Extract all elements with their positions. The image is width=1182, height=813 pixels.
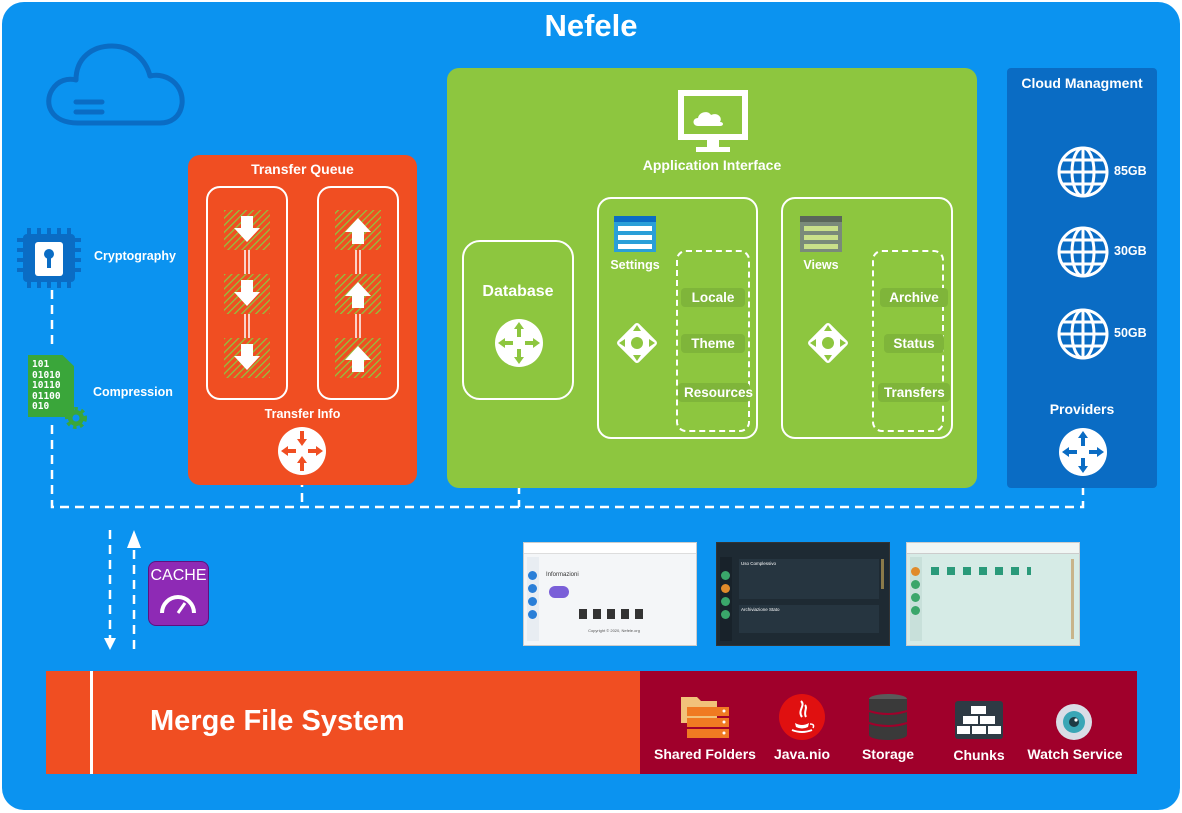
shared-folders-icon [681,697,729,738]
storage-label: 85GB [1114,164,1147,178]
screenshot-heading: Uso Complessivo [741,561,777,566]
chunks-icon [955,701,1003,739]
download-queue-box [206,186,288,400]
java-nio-label: Java.nio [773,746,831,762]
locale-tag: Locale [681,288,745,307]
database-router-icon [495,319,543,367]
globe-icon [1057,308,1109,360]
binary-line: 01010 [32,369,61,381]
merge-file-system-bar [46,671,641,774]
binary-line: 01100 [32,390,61,402]
upload-arrow-icon [335,210,381,378]
cloud-logo-icon [46,43,185,126]
merge-divider [90,671,93,774]
views-box [781,197,953,439]
screenshot-footer: Copyright © 2020, Nefele.org [588,628,640,633]
settings-box [597,197,758,439]
screenshot-heading: Informazioni [546,572,579,578]
gear-icon [65,407,87,429]
watch-service-label: Watch Service [1027,746,1123,762]
screenshot-section: Archiviazione Stato [741,607,780,612]
cache-badge: CACHE [148,561,209,626]
cloud-management-panel [1007,68,1157,488]
providers-label: Providers [1049,401,1115,417]
binary-line: 101 [32,359,50,370]
compression-file-icon: 101 01010 10110 01100 010 [28,355,74,417]
providers-router-icon [1059,428,1107,476]
shared-folders-label: Shared Folders [654,746,756,762]
storage-label: Storage [861,746,915,762]
status-tag: Status [884,334,944,353]
application-interface-title: Application Interface [642,157,782,173]
diagram-title: Nefele [544,8,638,43]
cache-label: CACHE [150,567,207,584]
settings-items-box [676,250,750,432]
transfer-info-label: Transfer Info [264,407,341,421]
download-arrow-icon [224,210,270,378]
storage-label: 50GB [1114,326,1147,340]
views-label: Views [803,258,839,272]
views-window-icon [800,216,842,252]
screenshot-info: Informazioni Copyright © 2020, Nefele.or… [523,542,697,646]
globe-icon [1057,226,1109,278]
chunks-label: Chunks [953,747,1005,763]
storage-database-icon [868,694,908,740]
cloud-management-title: Cloud Managment [1021,75,1143,91]
binary-line: 10110 [32,380,61,391]
screenshot-files [906,542,1080,646]
transfer-router-icon [278,427,326,475]
settings-window-icon [614,216,656,252]
settings-label: Settings [610,258,660,272]
cryptography-label: Cryptography [94,249,176,263]
database-box [462,240,574,400]
transfer-queue-title: Transfer Queue [251,161,354,177]
monitor-icon [678,90,748,152]
merge-file-system-label: Merge File System [150,705,405,737]
screenshot-status: Uso Complessivo Archiviazione Stato [716,542,890,646]
archive-tag: Archive [880,288,948,307]
queue-arrows [224,210,381,378]
views-router-icon [808,323,848,363]
watch-service-eye-icon [1056,704,1092,740]
upload-queue-box [317,186,399,400]
cryptography-chip-icon [17,228,81,288]
binary-line: 010 [32,401,50,412]
settings-router-icon [617,323,657,363]
transfers-tag: Transfers [878,383,950,402]
resources-tag: Resources [678,383,753,402]
java-icon [779,694,825,740]
globe-icon [1057,146,1109,198]
speedometer-icon [160,595,196,614]
compression-label: Compression [93,385,173,399]
theme-tag: Theme [681,334,745,353]
storage-label: 30GB [1114,244,1147,258]
database-label: Database [482,283,554,300]
